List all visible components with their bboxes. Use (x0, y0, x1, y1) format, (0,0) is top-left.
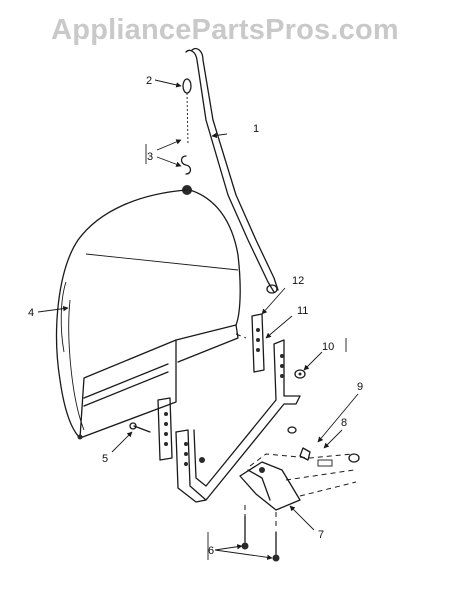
callout-5: 5 (102, 453, 108, 465)
callout-10: 10 (322, 341, 334, 353)
chain-eyelet (182, 78, 192, 146)
callout-12: 12 (292, 275, 304, 287)
callout-4: 4 (28, 307, 34, 319)
callout-6: 6 (208, 545, 214, 557)
callout-leaders (37, 79, 359, 560)
callout-8: 8 (341, 417, 347, 429)
callout-1: 1 (253, 123, 259, 135)
hitch-plate (239, 461, 301, 511)
slotted-bracket-right (251, 313, 265, 373)
grass-bag (55, 189, 241, 440)
bolt-5 (129, 422, 151, 433)
bolts-6 (241, 515, 280, 562)
callout-3: 3 (147, 151, 153, 163)
support-rod (185, 47, 279, 294)
slotted-bracket-left (157, 397, 173, 461)
callout-9: 9 (357, 381, 363, 393)
hardware-8-9-10 (287, 369, 360, 467)
callout-7: 7 (318, 529, 324, 541)
s-hook (180, 155, 192, 195)
callout-11: 11 (297, 305, 308, 317)
callout-2: 2 (146, 75, 152, 87)
mounting-bracket (175, 339, 301, 503)
assembly-lines (235, 333, 357, 530)
watermark: AppliancePartsPros.com (51, 14, 399, 46)
